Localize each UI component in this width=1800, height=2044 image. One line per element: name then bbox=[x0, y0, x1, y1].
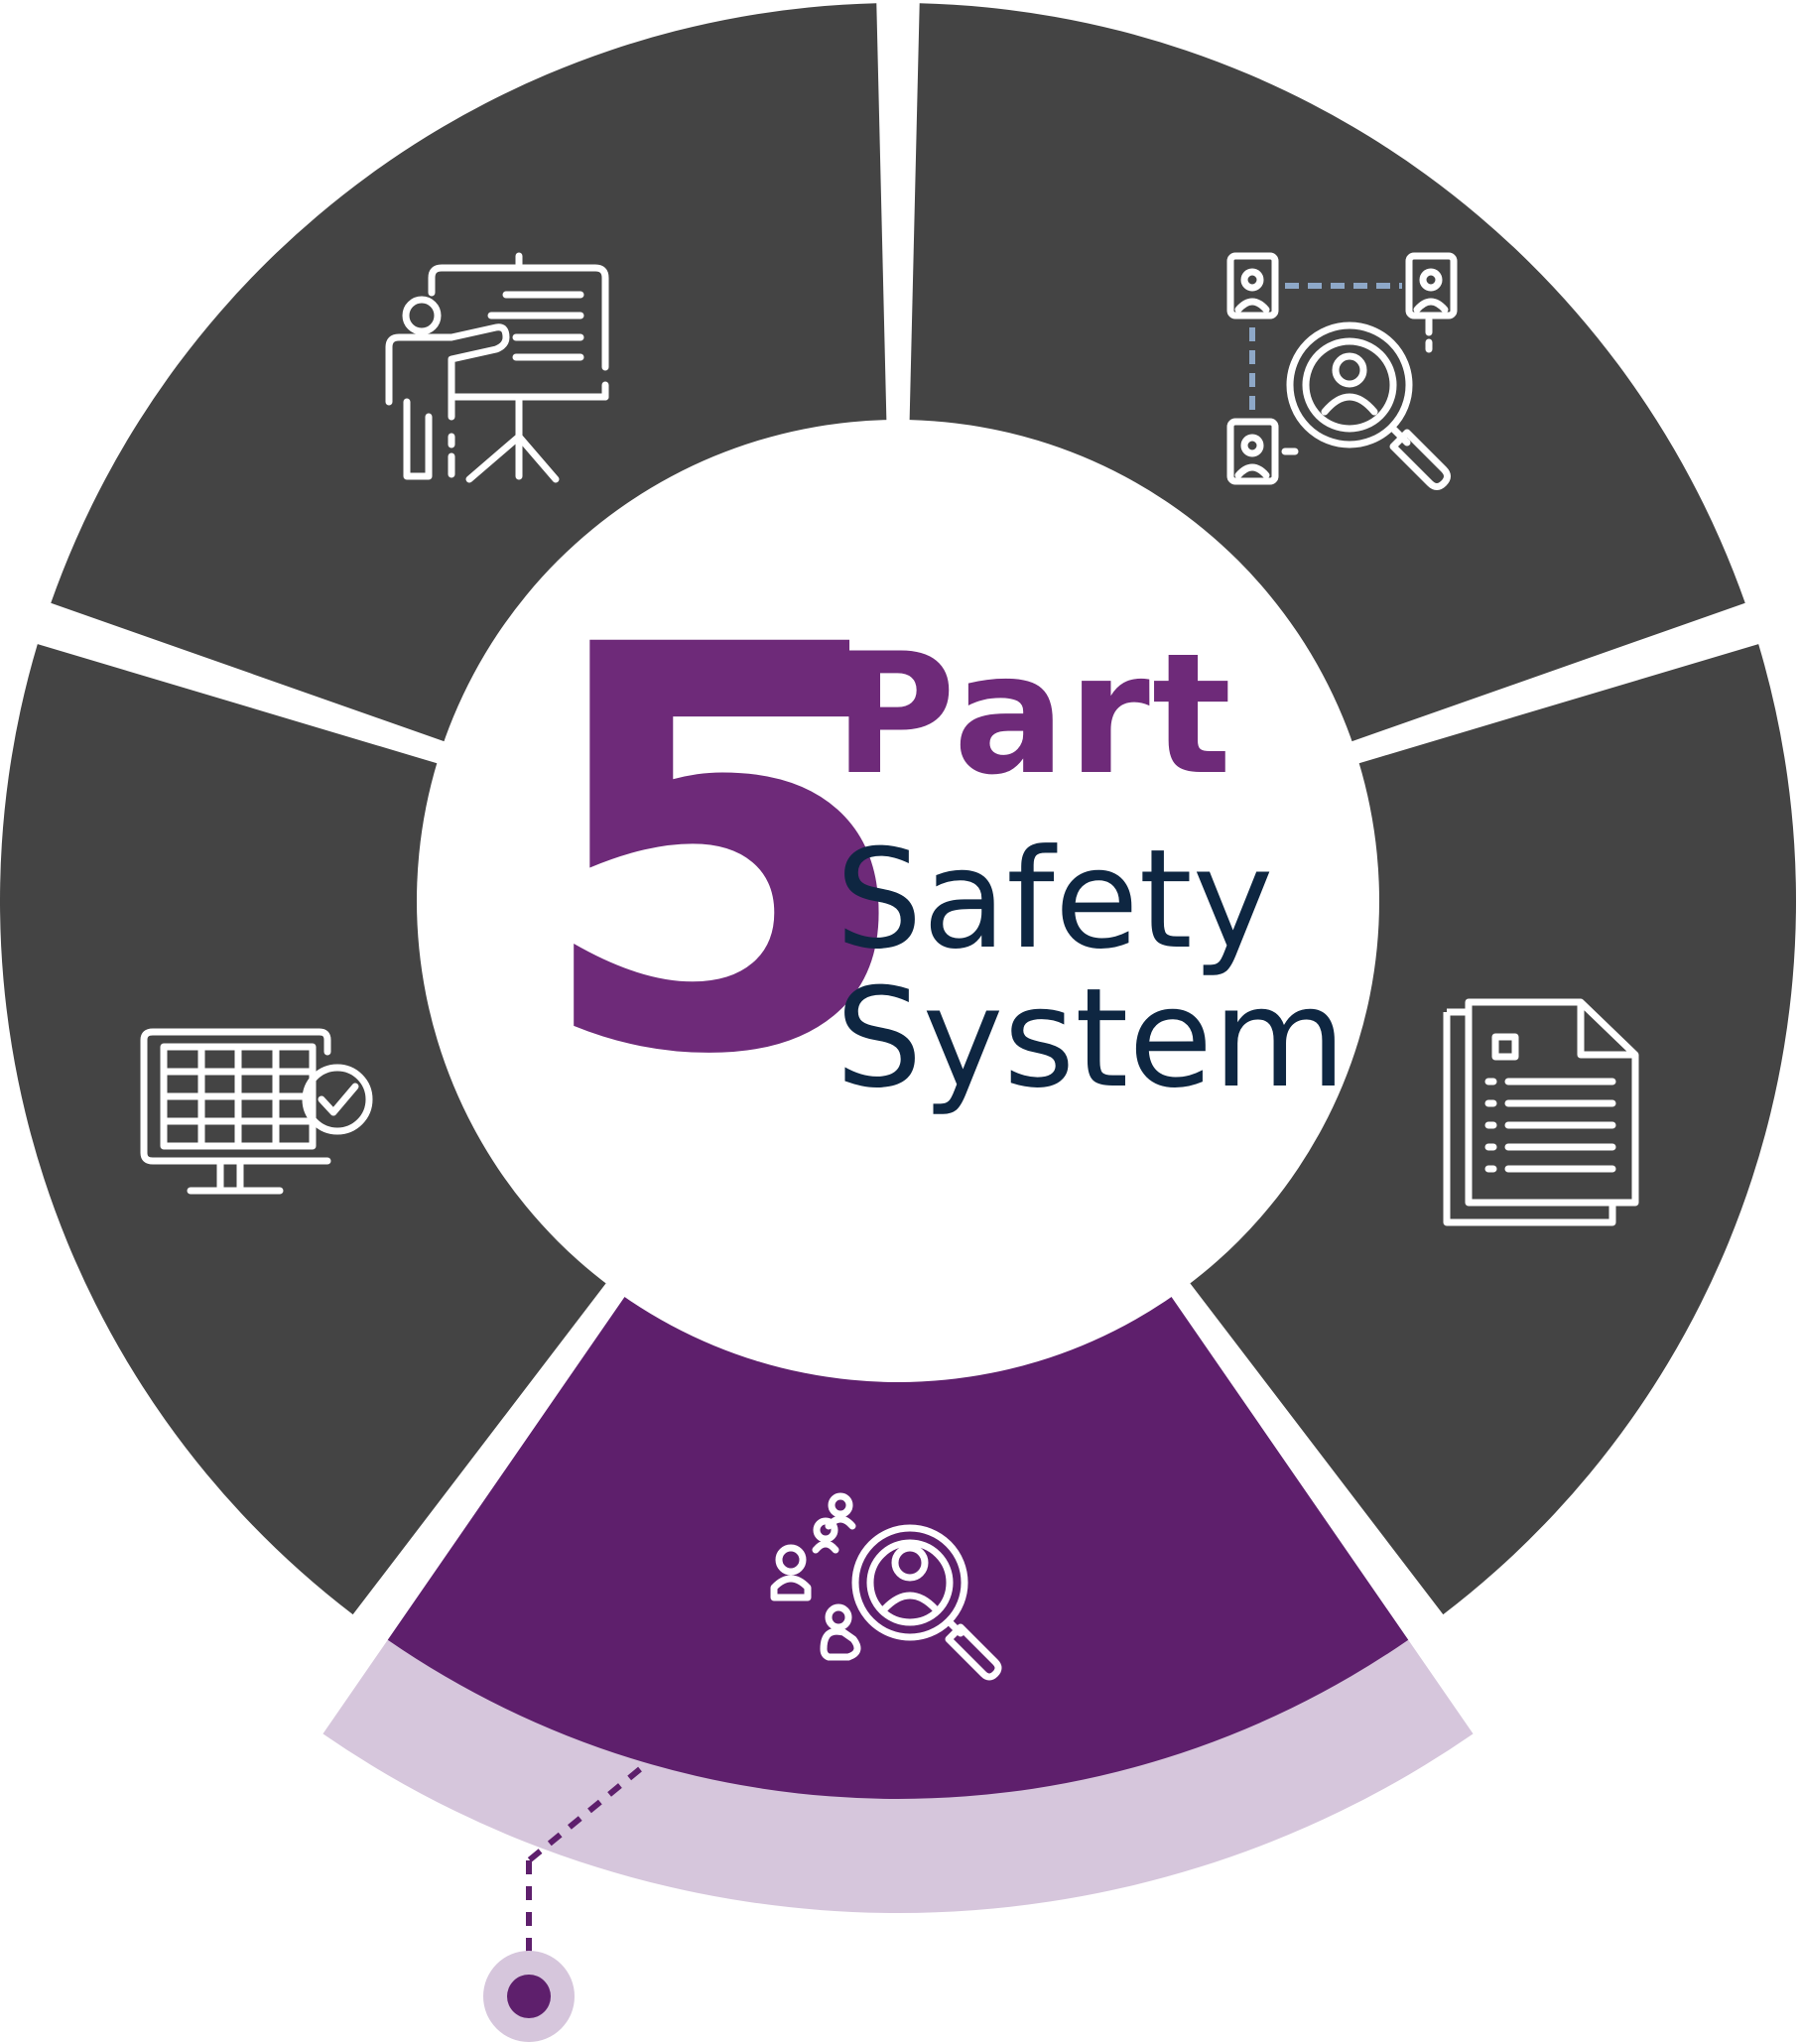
document-icon bbox=[1443, 998, 1639, 1226]
title-word-system: System bbox=[836, 958, 1347, 1118]
presentation-icon bbox=[385, 252, 609, 483]
center-title: 5 Part Safety System bbox=[516, 575, 1347, 1151]
monitor-checklist-icon bbox=[140, 1028, 373, 1195]
network-search-icon bbox=[1226, 252, 1458, 490]
people-search-icon bbox=[770, 1492, 1002, 1681]
wheel-segment-1 bbox=[51, 3, 887, 747]
center-circle bbox=[417, 420, 1379, 1382]
title-number: 5 bbox=[531, 530, 918, 1177]
wheel-segment-2 bbox=[909, 3, 1745, 747]
title-word-safety: Safety bbox=[836, 820, 1274, 979]
connector-dot bbox=[507, 1975, 551, 2018]
wheel-segment-3 bbox=[1181, 644, 1796, 1615]
wheel-segment-5 bbox=[0, 644, 615, 1615]
title-word-part: Part bbox=[834, 617, 1234, 812]
connector-line bbox=[526, 1766, 642, 1960]
network-dotted-links bbox=[1249, 283, 1402, 412]
